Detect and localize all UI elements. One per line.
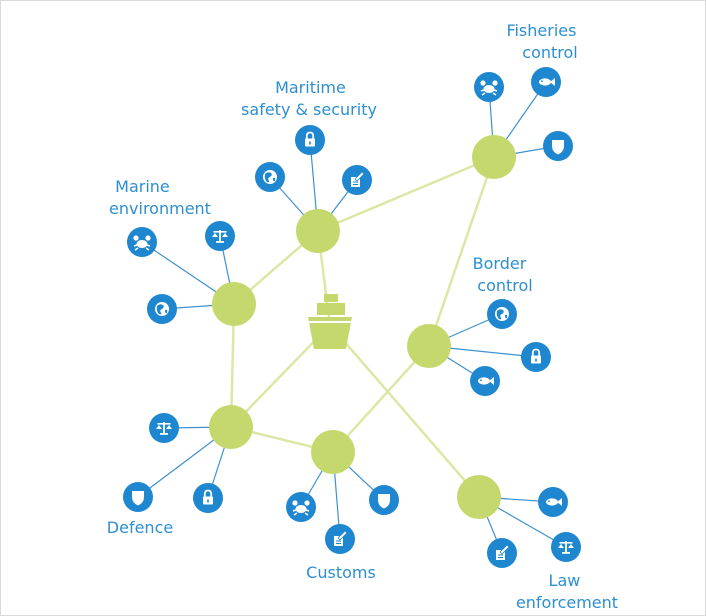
hub-link-maritime-fisheries — [317, 155, 495, 233]
ship-icon — [308, 294, 352, 349]
shield-icon — [543, 131, 573, 161]
hub-link-law-ship — [329, 324, 480, 498]
lock-icon — [521, 342, 551, 372]
icons-layer — [123, 67, 581, 568]
label-border: Border control — [473, 254, 533, 295]
document-icon — [325, 524, 355, 554]
globe-icon — [487, 299, 517, 329]
hub-labels: Fisheries control Maritime safety & secu… — [107, 21, 618, 612]
globe-icon — [147, 294, 177, 324]
hubs-layer — [209, 135, 516, 519]
scales-icon — [551, 532, 581, 562]
shield-icon — [123, 482, 153, 512]
label-customs: Customs — [306, 563, 376, 582]
fish-icon — [531, 67, 561, 97]
hub-customs — [311, 430, 355, 474]
hub-link-fisheries-border — [427, 156, 496, 347]
hub-maritime — [296, 209, 340, 253]
scales-icon — [149, 413, 179, 443]
hub-link-customs-border — [332, 345, 430, 453]
hub-fisheries — [472, 135, 516, 179]
label-fisheries: Fisheries control — [506, 21, 581, 62]
fish-icon — [538, 487, 568, 517]
hub-border — [407, 324, 451, 368]
crab-icon — [474, 72, 504, 102]
scales-icon — [205, 221, 235, 251]
globe-icon — [255, 162, 285, 192]
label-law: Law enforcement — [516, 571, 618, 612]
label-marine: Marine environment — [109, 177, 211, 218]
fish-icon — [470, 366, 500, 396]
crab-icon — [127, 227, 157, 257]
lock-icon — [295, 125, 325, 155]
hub-marine — [212, 282, 256, 326]
document-icon — [487, 538, 517, 568]
lock-icon — [193, 483, 223, 513]
shield-icon — [369, 485, 399, 515]
hub-defence — [209, 405, 253, 449]
label-maritime: Maritime safety & security — [241, 78, 377, 119]
hub-law — [457, 475, 501, 519]
label-defence: Defence — [107, 518, 173, 537]
document-icon — [342, 165, 372, 195]
crab-icon — [286, 492, 316, 522]
hub-connections — [229, 155, 496, 498]
